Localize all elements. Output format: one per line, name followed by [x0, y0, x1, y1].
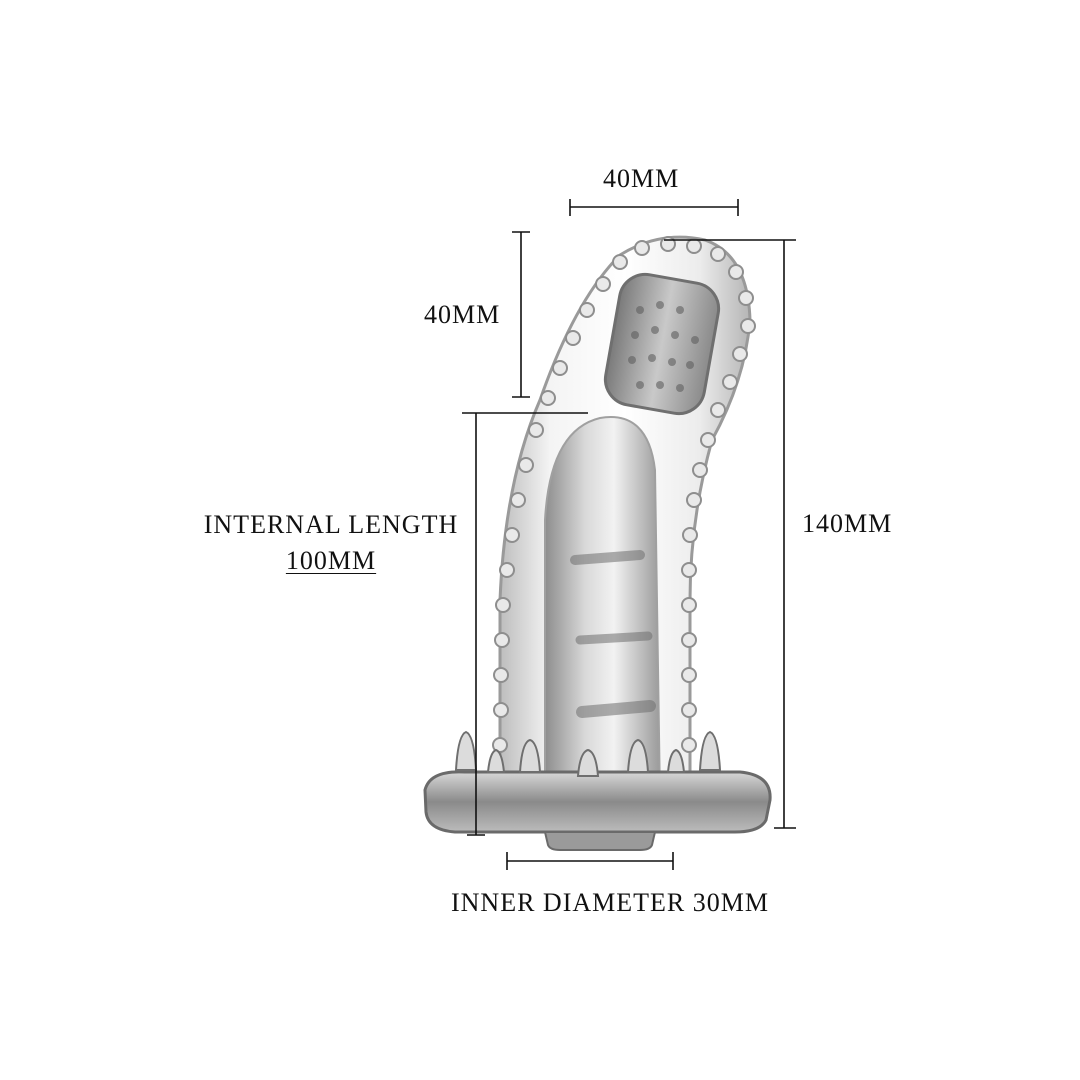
- inner-diameter-label: INNER DIAMETER 30MM: [451, 888, 769, 917]
- internal-length-label: INTERNAL LENGTH 100MM: [198, 507, 464, 579]
- tip-height-label: 40MM: [424, 300, 501, 329]
- base-spikes: [454, 730, 722, 777]
- internal-length-value: 100MM: [285, 546, 377, 575]
- base-ring: [423, 770, 772, 834]
- internal-length-title: INTERNAL LENGTH: [203, 510, 459, 539]
- dimension-lines: [462, 199, 796, 870]
- core-shading: [570, 550, 656, 718]
- total-length-label: 140MM: [802, 509, 893, 538]
- tip-width-label: 40MM: [603, 164, 680, 193]
- base-ring-notch: [543, 831, 657, 851]
- bullet-cap: [603, 272, 721, 416]
- sleeve-inner-core: [544, 416, 662, 801]
- bullet-cap-dots: [628, 301, 699, 392]
